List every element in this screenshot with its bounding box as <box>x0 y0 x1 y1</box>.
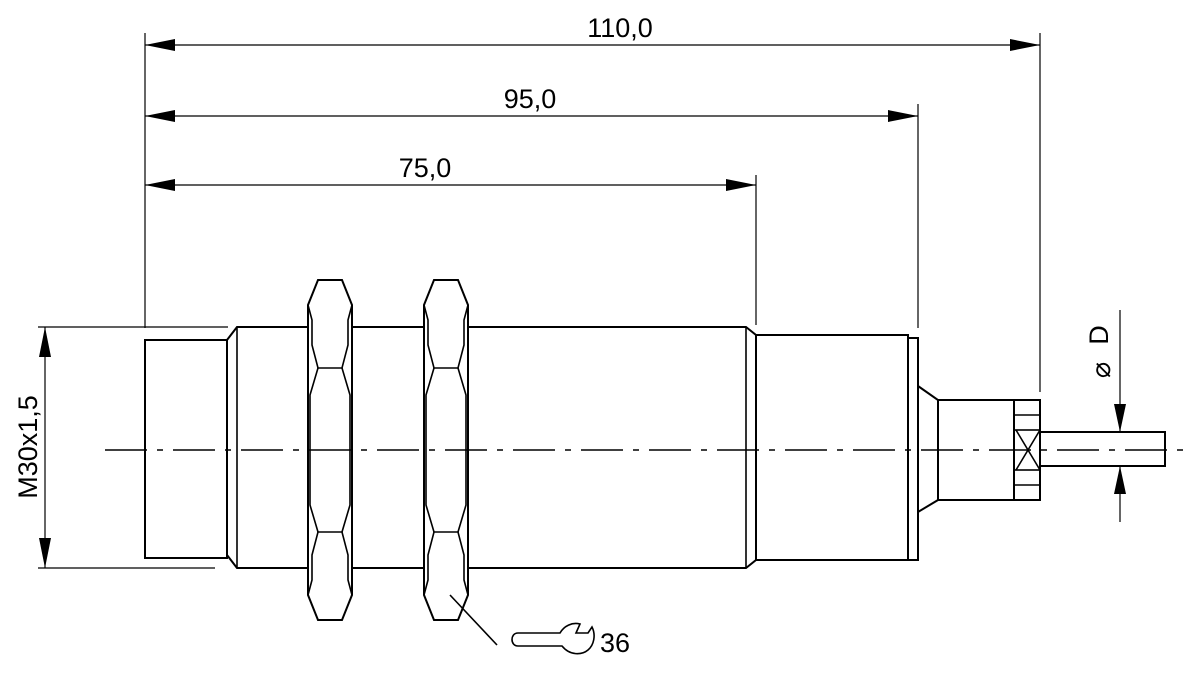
dim-label-total: 110,0 <box>587 13 653 43</box>
wrench-size-label: 36 <box>600 628 630 658</box>
housing-collar <box>907 337 919 561</box>
threaded-barrel <box>226 326 757 569</box>
rear-housing <box>755 334 909 561</box>
wrench-icon <box>511 622 595 655</box>
cable <box>1039 431 1166 467</box>
dim-label-mid: 95,0 <box>504 84 557 114</box>
extension-lines <box>38 33 1130 569</box>
dimension-mid-length: 95,0 <box>145 84 918 122</box>
cable-gland-cone <box>917 384 939 514</box>
sensing-face <box>144 339 228 559</box>
dim-label-thread: M30x1,5 <box>13 395 43 499</box>
dim-label-cable-diameter: D <box>1084 325 1114 345</box>
dimension-cable-diameter: ⌀ D <box>1084 310 1126 522</box>
dim-label-thread-length: 75,0 <box>399 153 452 183</box>
dimension-total-length: 110,0 <box>145 13 1040 51</box>
dim-label-diameter-symbol: ⌀ <box>1086 362 1116 378</box>
wrench-callout: 36 <box>449 594 630 658</box>
sensor-body <box>144 326 1166 569</box>
dimension-thread-diameter: M30x1,5 <box>13 327 51 568</box>
dimension-thread-length: 75,0 <box>145 153 756 191</box>
